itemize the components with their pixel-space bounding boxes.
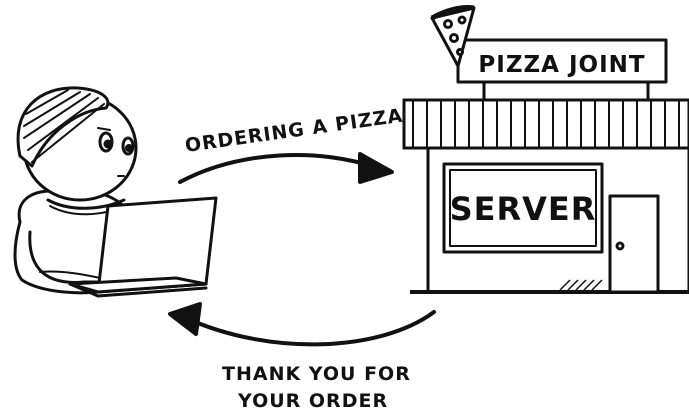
arrow-request (180, 154, 392, 182)
shop-sign-label: PIZZA JOINT (478, 52, 645, 78)
arrow-response (170, 304, 434, 344)
awning (404, 100, 689, 148)
pizza-shop (404, 7, 689, 292)
response-label-line-2: YOUR ORDER (237, 390, 388, 412)
request-label: ORDERING A PIZZA (184, 105, 405, 157)
response-label-line-1: THANK YOU FOR (222, 363, 411, 385)
person-at-laptop (15, 88, 216, 296)
server-label: SERVER (450, 190, 597, 228)
